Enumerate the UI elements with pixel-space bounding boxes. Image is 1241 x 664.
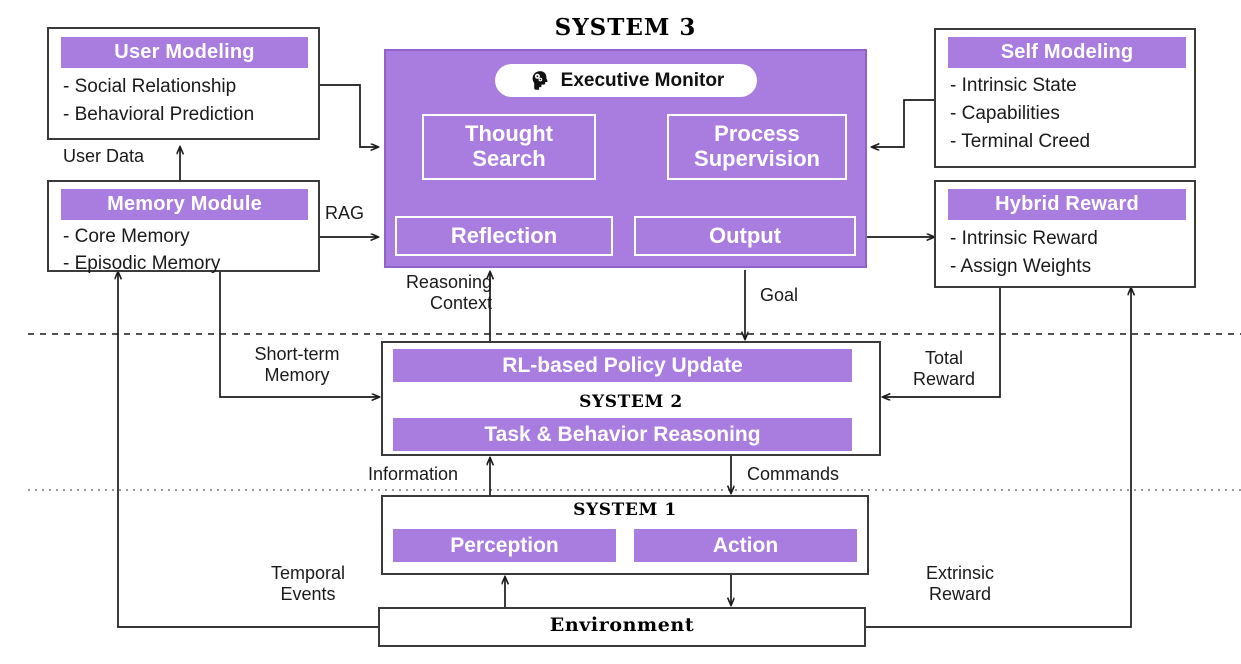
user-modeling-module[interactable]: User Modeling - Social Relationship - Be…	[47, 27, 320, 140]
hybrid-reward-items: - Intrinsic Reward - Assign Weights	[950, 225, 1098, 280]
memory-module[interactable]: Memory Module - Core Memory - Episodic M…	[47, 180, 320, 274]
label-temporal-events-l2: Events	[280, 583, 336, 604]
system1-title: SYSTEM 1	[573, 500, 677, 520]
list-item: - Episodic Memory	[63, 252, 221, 274]
self-modeling-module[interactable]: Self Modeling - Intrinsic State - Capabi…	[934, 28, 1196, 168]
user-modeling-header: User Modeling	[61, 37, 308, 68]
perception-block[interactable]: Perception	[393, 529, 616, 562]
process-supervision-line2: Supervision	[694, 146, 820, 171]
label-commands: Commands	[747, 464, 840, 484]
executive-monitor-label: Executive Monitor	[560, 69, 725, 91]
label-short-term-memory-l2: Memory	[264, 364, 330, 385]
label-temporal-events-l1: Temporal	[270, 563, 346, 583]
list-item: - Terminal Creed	[950, 131, 1091, 153]
system2-title: SYSTEM 2	[579, 392, 683, 412]
label-reasoning-context-l2: Context	[429, 292, 492, 313]
label-temporal-events: Temporal Events	[248, 563, 368, 604]
memory-module-items: - Core Memory - Episodic Memory	[63, 224, 220, 278]
thought-search-label: Thought Search	[465, 122, 553, 171]
label-information: Information	[368, 464, 459, 484]
executive-monitor-pill[interactable]: Executive Monitor	[495, 64, 757, 97]
label-reasoning-context: Reasoning Context	[382, 272, 492, 313]
self-modeling-items: - Intrinsic State - Capabilities - Termi…	[950, 72, 1090, 156]
rl-policy-update-bar[interactable]: RL-based Policy Update	[393, 349, 852, 382]
process-supervision-label: Process Supervision	[694, 122, 820, 171]
reflection-block[interactable]: Reflection	[395, 216, 613, 256]
hybrid-reward-module[interactable]: Hybrid Reward - Intrinsic Reward - Assig…	[934, 180, 1196, 288]
label-total-reward: Total Reward	[896, 348, 992, 389]
edge-selfmodeling-to-system3	[872, 99, 934, 147]
task-behavior-reasoning-bar[interactable]: Task & Behavior Reasoning	[393, 418, 852, 451]
output-block[interactable]: Output	[634, 216, 856, 256]
label-extrinsic-reward: Extrinsic Reward	[900, 563, 1020, 604]
label-total-reward-l2: Reward	[912, 368, 976, 389]
label-short-term-memory-l1: Short-term	[254, 344, 340, 364]
memory-module-header: Memory Module	[61, 189, 308, 220]
list-item: - Core Memory	[63, 226, 190, 247]
thought-search-line2: Search	[472, 146, 546, 171]
thought-search-line1: Thought	[465, 121, 553, 147]
list-item: - Assign Weights	[950, 255, 1092, 277]
process-supervision-line1: Process	[714, 121, 800, 147]
label-short-term-memory: Short-term Memory	[232, 344, 362, 385]
process-supervision-block[interactable]: Process Supervision	[667, 114, 847, 180]
action-block[interactable]: Action	[634, 529, 857, 562]
label-extrinsic-reward-l1: Extrinsic	[925, 563, 994, 583]
self-modeling-header: Self Modeling	[948, 37, 1186, 68]
label-rag: RAG	[325, 203, 365, 223]
head-with-gears-icon	[528, 69, 552, 93]
label-user-data: User Data	[63, 146, 145, 166]
edge-usermodeling-to-system3	[320, 84, 378, 147]
environment-label: Environment	[549, 614, 695, 636]
label-goal: Goal	[760, 285, 799, 305]
list-item: - Intrinsic Reward	[950, 228, 1098, 249]
list-item: - Intrinsic State	[950, 75, 1077, 96]
environment-panel[interactable]	[378, 607, 866, 647]
label-reasoning-context-l1: Reasoning	[405, 272, 492, 292]
list-item: - Behavioral Prediction	[63, 103, 255, 125]
list-item: - Capabilities	[950, 103, 1060, 125]
list-item: - Social Relationship	[63, 76, 237, 97]
label-extrinsic-reward-l2: Reward	[928, 583, 992, 604]
user-modeling-items: - Social Relationship - Behavioral Predi…	[63, 73, 254, 128]
hybrid-reward-header: Hybrid Reward	[948, 189, 1186, 220]
thought-search-block[interactable]: Thought Search	[422, 114, 596, 180]
label-total-reward-l1: Total	[924, 348, 964, 368]
system3-title: SYSTEM 3	[554, 14, 697, 41]
